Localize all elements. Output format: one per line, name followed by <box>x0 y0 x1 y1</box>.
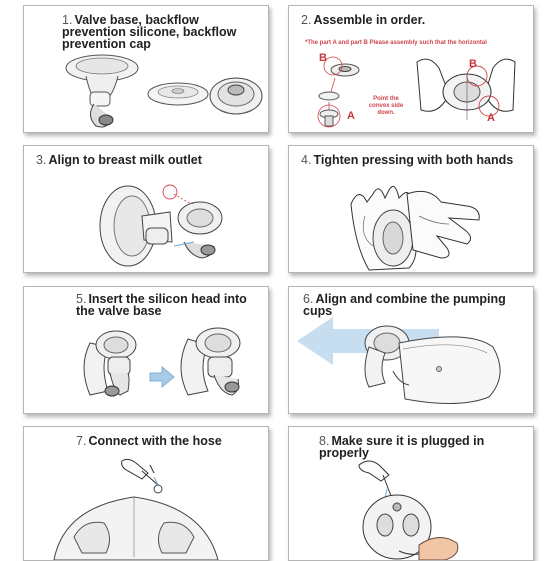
breast-outlet-alignment-illustration <box>99 184 223 267</box>
step-7-number: 7. <box>76 434 87 448</box>
hands-pressing-illustration <box>350 185 480 271</box>
label-a-left: A <box>347 110 355 122</box>
valve-parts-illustration <box>65 54 263 128</box>
step-1-panel: 1.Valve base, backflow prevention silico… <box>23 5 269 133</box>
step-8-caption: 8.Make sure it is plugged in properly <box>319 434 519 460</box>
label-b-left: B <box>319 52 327 64</box>
step-1-number: 1. <box>62 13 73 27</box>
step-3-caption: 3.Align to breast milk outlet <box>36 153 202 167</box>
convex-note: Point the convex side down. <box>368 96 404 116</box>
step-2-number: 2. <box>301 13 312 27</box>
assembly-illustration <box>317 56 516 128</box>
step-6-title: Align and combine the pumping cups <box>303 292 506 318</box>
step-2-caption: 2.Assemble in order. <box>301 13 426 27</box>
step-5-title: Insert the silicon head into the valve b… <box>76 292 247 318</box>
step-7-caption: 7.Connect with the hose <box>76 434 222 448</box>
step-5-panel: 5.Insert the silicon head into the valve… <box>23 286 269 414</box>
label-b-right: B <box>469 58 477 70</box>
step-7-title: Connect with the hose <box>88 434 222 448</box>
step-2-title: Assemble in order. <box>313 13 426 27</box>
step-6-number: 6. <box>303 292 314 306</box>
step-5-caption: 5.Insert the silicon head into the valve… <box>76 292 266 318</box>
step-1-caption: 1.Valve base, backflow prevention silico… <box>62 13 262 51</box>
label-a-right: A <box>487 112 495 124</box>
step-7-panel: 7.Connect with the hose <box>23 426 269 561</box>
step-8-panel: 8.Make sure it is plugged in properly <box>288 426 534 561</box>
step-4-panel: 4.Tighten pressing with both hands <box>288 145 534 273</box>
step-8-title: Make sure it is plugged in properly <box>319 434 485 460</box>
silicon-head-insert-illustration <box>83 327 241 397</box>
plug-check-illustration <box>358 460 459 560</box>
step-5-number: 5. <box>76 292 87 306</box>
pumping-cup-illustration <box>297 317 501 404</box>
step-1-title: Valve base, backflow prevention silicone… <box>62 13 237 51</box>
step-6-caption: 6.Align and combine the pumping cups <box>303 292 533 318</box>
step-4-caption: 4.Tighten pressing with both hands <box>301 153 514 167</box>
step-4-number: 4. <box>301 153 312 167</box>
hose-connection-illustration <box>53 458 219 560</box>
step-3-title: Align to breast milk outlet <box>48 153 202 167</box>
step-8-number: 8. <box>319 434 330 448</box>
step-3-number: 3. <box>36 153 47 167</box>
step-2-panel: 2.Assemble in order. *The part A and par… <box>288 5 534 133</box>
step-4-title: Tighten pressing with both hands <box>313 153 514 167</box>
step-6-panel: 6.Align and combine the pumping cups <box>288 286 534 414</box>
step-3-panel: 3.Align to breast milk outlet <box>23 145 269 273</box>
assembly-note: *The part A and part B Please assembly s… <box>305 40 487 46</box>
